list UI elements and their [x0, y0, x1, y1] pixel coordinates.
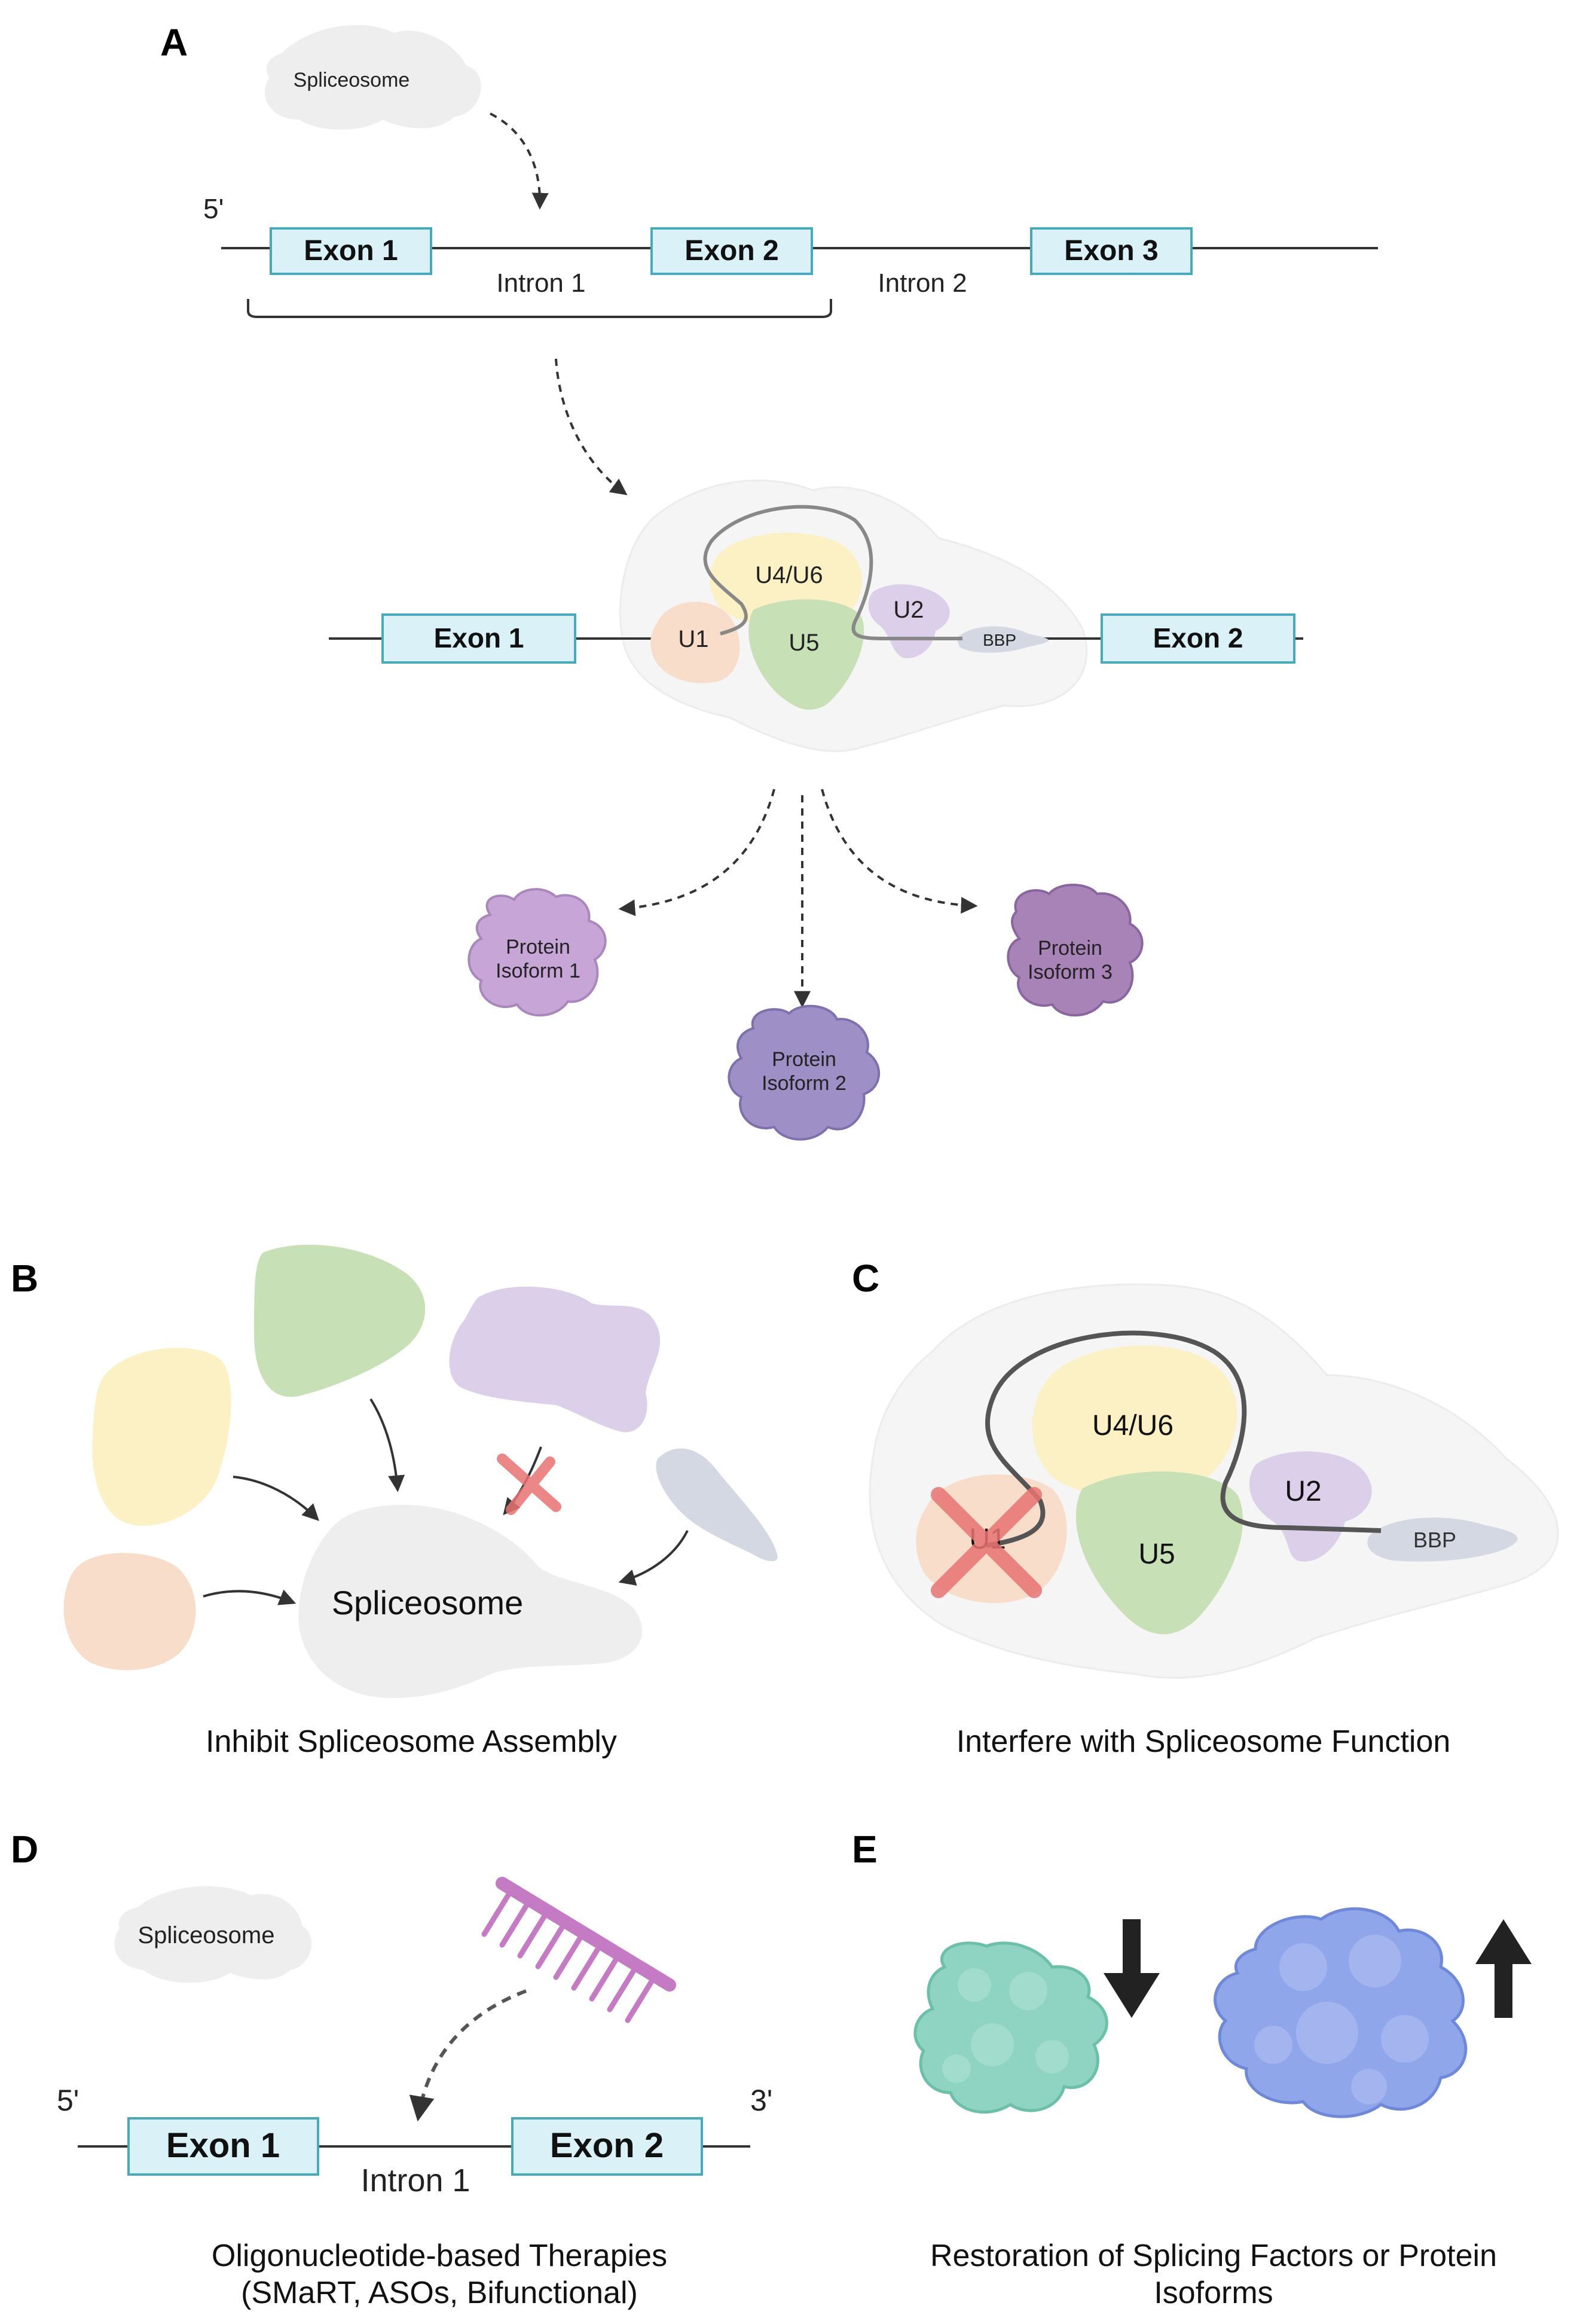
panel-a-letter: A [160, 21, 188, 64]
blob-b-peach [63, 1553, 196, 1671]
panel-b-letter: B [11, 1257, 38, 1300]
arrow-to-isoform-1 [618, 789, 775, 917]
arrow-green-to-spliceosome [369, 1398, 405, 1492]
blob-b-yellow [92, 1348, 231, 1526]
panel-e: E Restoration of Splicing Factors or Pro… [852, 1828, 1532, 2310]
protein-isoform-3-line1: Protein [1038, 937, 1102, 960]
exon-d-2: Exon 2 [511, 2117, 703, 2176]
arrow-down-icon [1104, 1919, 1160, 2018]
snrnp-u4u6-a-label: U4/U6 [755, 562, 823, 588]
intron-a-2-label: Intron 2 [878, 268, 967, 298]
arrow-up-icon [1475, 1919, 1532, 2018]
exon-d-1-label: Exon 1 [166, 2126, 280, 2165]
arrow-oligo-to-intron [409, 1989, 527, 2122]
exon-d-2-label: Exon 2 [550, 2126, 664, 2165]
three-prime-d: 3' [750, 2084, 772, 2117]
snrnp-bbp-c [1367, 1517, 1518, 1562]
exon-a-2-label: Exon 2 [684, 235, 778, 267]
snrnp-u5-a [748, 599, 864, 710]
panel-b-caption: Inhibit Spliceosome Assembly [206, 1724, 617, 1759]
snrnp-u4u6-c [1032, 1345, 1237, 1497]
snrnp-u2-c-label: U2 [1285, 1476, 1321, 1507]
block-cross-b [497, 1453, 561, 1515]
arrow-yellow-to-spliceosome [233, 1476, 319, 1521]
arrow-peach-to-spliceosome [203, 1589, 297, 1605]
panel-e-letter: E [852, 1828, 878, 1871]
panel-c-letter: C [852, 1257, 879, 1300]
snrnp-u4u6-c-label: U4/U6 [1092, 1410, 1174, 1442]
protein-isoform-2: Protein Isoform 2 [728, 1004, 881, 1141]
bracket-exon1-exon2 [247, 299, 832, 318]
protein-isoform-1-line1: Protein [506, 936, 570, 958]
spliceosome-b [298, 1504, 643, 1699]
blob-b-green [254, 1244, 426, 1397]
blob-b-gray [656, 1448, 778, 1562]
panel-a: A Spliceosome 5' Exon 1 Exon 2 Exon 3 In… [160, 21, 1378, 1141]
intron-a-1-label: Intron 1 [496, 268, 585, 298]
arrow-to-isoform-3 [821, 789, 978, 914]
arrow-cloud-to-intron [490, 112, 549, 210]
blue-protein [1214, 1907, 1468, 2118]
teal-protein [913, 1941, 1108, 2114]
spliceosome-cloud-d-label: Spliceosome [137, 1922, 274, 1949]
snrnp-u2-a-label: U2 [893, 597, 924, 623]
exon-a-2: Exon 2 [650, 227, 813, 275]
protein-isoform-1: Protein Isoform 1 [467, 888, 607, 1017]
arrow-gray-to-spliceosome [618, 1530, 689, 1586]
snrnp-u2-c [1249, 1451, 1372, 1562]
protein-isoform-2-line2: Isoform 2 [762, 1072, 846, 1095]
spliceosome-b-label: Spliceosome [332, 1584, 524, 1621]
block-cross-c [931, 1487, 1042, 1598]
oligonucleotide-icon [481, 1877, 676, 2023]
protein-isoform-3-line2: Isoform 3 [1028, 961, 1113, 984]
snrnp-u5-c [1075, 1471, 1243, 1635]
rna-loop-c [985, 1330, 1382, 1548]
complex-exon-right: Exon 2 [1101, 613, 1295, 664]
spliceosome-cloud-a [265, 25, 481, 130]
snrnp-bbp-a [956, 626, 1049, 653]
panel-d: D Spliceosome 5' 3' Exon 1 Exon 2 [11, 1828, 772, 2310]
panel-e-caption-line2: Isoforms [1154, 2276, 1273, 2310]
snrnp-u5-c-label: U5 [1138, 1538, 1175, 1570]
protein-isoform-3: Protein Isoform 3 [1007, 884, 1144, 1017]
panel-b: B Spliceosome Inhibit Spliceosome Assemb… [11, 1244, 778, 1759]
rna-loop-a [703, 505, 962, 640]
exon-d-1: Exon 1 [127, 2117, 319, 2176]
snrnp-bbp-c-label: BBP [1413, 1528, 1456, 1552]
exon-a-3-label: Exon 3 [1064, 235, 1158, 267]
complex-exon-left-label: Exon 1 [434, 622, 524, 653]
panel-d-letter: D [11, 1828, 38, 1871]
panel-c: C U4/U6 U1 U5 U2 BBP Interfere with Spli… [852, 1257, 1559, 1759]
exon-a-1-label: Exon 1 [304, 235, 398, 267]
panel-d-caption-line2: (SMaRT, ASOs, Bifunctional) [241, 2276, 638, 2310]
arrow-bracket-to-complex [555, 358, 628, 496]
panel-e-caption-line1: Restoration of Splicing Factors or Prote… [930, 2239, 1497, 2273]
panel-c-caption: Interfere with Spliceosome Function [956, 1724, 1451, 1759]
spliceosome-cloud-d [114, 1886, 312, 1983]
exon-a-3: Exon 3 [1030, 227, 1193, 275]
spliceosome-cloud-a-label: Spliceosome [294, 69, 410, 91]
exon-a-1: Exon 1 [270, 227, 432, 275]
five-prime-a: 5' [203, 193, 224, 224]
blob-b-purple [449, 1286, 661, 1433]
intron-d-label: Intron 1 [360, 2163, 470, 2198]
snrnp-u1-a [650, 601, 740, 683]
snrnp-bbp-a-label: BBP [983, 631, 1016, 649]
complex-exon-left: Exon 1 [381, 613, 576, 664]
protein-isoform-2-line1: Protein [772, 1048, 836, 1071]
protein-isoform-1-line2: Isoform 1 [496, 960, 580, 982]
snrnp-u1-a-label: U1 [678, 626, 708, 652]
five-prime-d: 5' [57, 2084, 79, 2117]
complex-exon-right-label: Exon 2 [1153, 622, 1243, 653]
snrnp-u5-a-label: U5 [789, 630, 819, 656]
panel-d-caption-line1: Oligonucleotide-based Therapies [212, 2239, 667, 2273]
